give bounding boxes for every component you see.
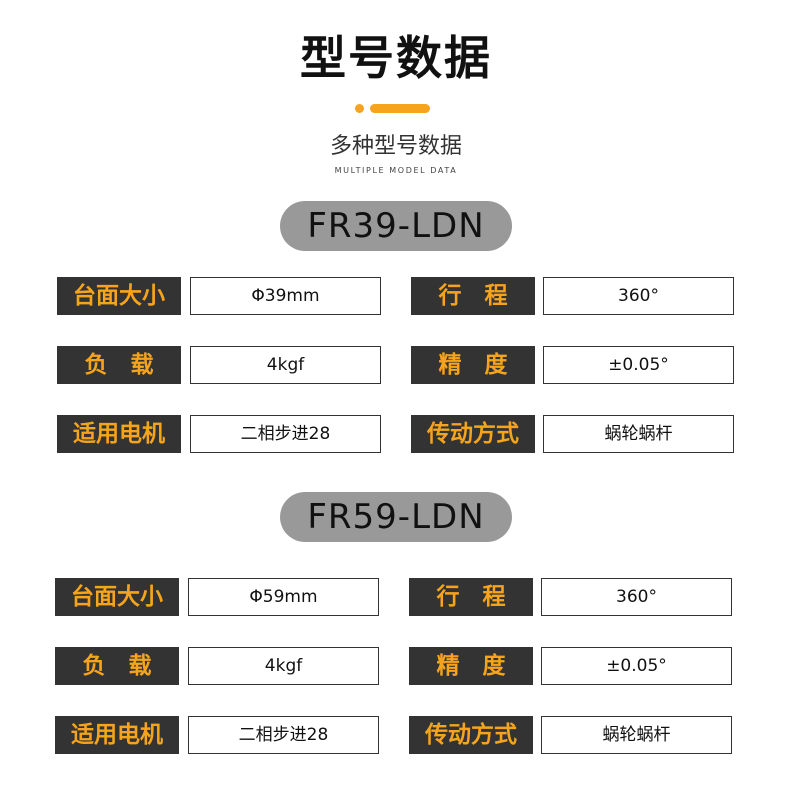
model-name-pill: FR59-LDN (280, 492, 512, 542)
spec-value: 4kgf (188, 647, 379, 685)
model-section-fr59: FR59-LDN 台面大小 Φ59mm 行 程 360° 负 载 4kgf 精 … (0, 492, 792, 762)
model-name-pill: FR39-LDN (280, 201, 512, 251)
spec-value: ±0.05° (543, 346, 734, 384)
spec-label: 负 载 (55, 647, 179, 685)
spec-value: 二相步进28 (188, 716, 379, 754)
spec-label: 负 载 (57, 346, 181, 384)
page-title: 型号数据 (300, 31, 492, 85)
spec-value: 蜗轮蜗杆 (541, 716, 732, 754)
spec-value: Φ39mm (190, 277, 381, 315)
spec-label: 精 度 (411, 346, 535, 384)
spec-label: 传动方式 (409, 716, 533, 754)
spec-label: 精 度 (409, 647, 533, 685)
spec-label: 适用电机 (57, 415, 181, 453)
subtitle: 多种型号数据 (329, 134, 462, 159)
spec-value: 蜗轮蜗杆 (543, 415, 734, 453)
spec-value: 360° (543, 277, 734, 315)
spec-value: 二相步进28 (190, 415, 381, 453)
spec-label: 台面大小 (55, 578, 179, 616)
spec-label: 行 程 (409, 578, 533, 616)
spec-value: 4kgf (190, 346, 381, 384)
decoration-dot (355, 104, 364, 113)
spec-label: 行 程 (411, 277, 535, 315)
spec-value: Φ59mm (188, 578, 379, 616)
spec-label: 适用电机 (55, 716, 179, 754)
model-section-fr39: FR39-LDN 台面大小 Φ39mm 行 程 360° 负 载 4kgf 精 … (0, 201, 792, 471)
spec-label: 台面大小 (57, 277, 181, 315)
spec-label: 传动方式 (411, 415, 535, 453)
spec-value: ±0.05° (541, 647, 732, 685)
decoration-bar (370, 104, 430, 113)
spec-value: 360° (541, 578, 732, 616)
subtitle-english: MULTIPLE MODEL DATA (334, 166, 458, 175)
